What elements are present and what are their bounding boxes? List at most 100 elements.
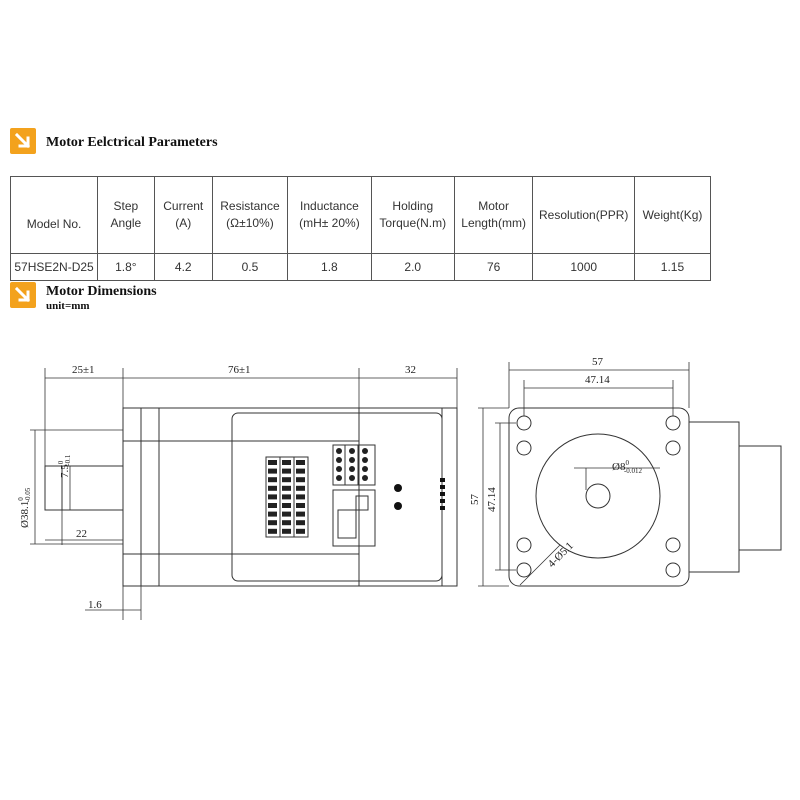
column-header: Current (A) [153,176,213,254]
terminal-block-left [265,456,309,538]
column-header: Weight(Kg) [633,176,712,254]
terminal-block-right [332,444,376,547]
terminal-pin [349,466,355,472]
terminal-pin [282,520,291,526]
terminal-pin [296,528,305,534]
terminal-pin [268,520,277,526]
motor-body [158,407,360,587]
table-cell: 1.8 [287,253,372,281]
side-dimension-lines [30,368,458,620]
terminal-pin [296,460,305,465]
terminal-pin [268,528,277,534]
terminal-pin [268,494,277,500]
screw-head [516,537,532,553]
mount-hole [516,415,532,431]
dim-front-flange: 25±1 [72,364,95,376]
mount-hole [516,562,532,578]
table-cell: 0.5 [211,253,289,281]
motor-dimension-drawing: 25±1 76±1 32 22 1.6 57 47.14 Ø38.10-0.05… [17,356,782,620]
connector-port [440,478,445,510]
dim-height-total: 57 [469,494,481,506]
terminal-pin [268,511,277,517]
table-cell: 4.2 [153,253,213,281]
terminal-pin [282,460,291,465]
dim-shaft-length: 22 [76,528,87,540]
pilot-boss [535,433,661,559]
column-header: Holding Torque(N.m) [370,176,455,254]
driver-housing [231,412,443,582]
arrow-down-right-icon [10,128,36,154]
dim-width-total: 57 [592,356,604,368]
arrow-down-right-icon [10,282,36,308]
dimensions-section-title: Motor Dimensions [46,284,157,299]
dimensions-section-heading: Motor Dimensions unit=mm [10,282,157,312]
terminal-pin [336,448,342,454]
terminal-pin [362,448,368,454]
terminal-pin [296,485,305,491]
table-cell: 1.8° [97,253,155,281]
mount-hole [665,562,681,578]
terminal-pin [268,468,277,474]
terminal-pin [349,448,355,454]
column-header: Motor Length(mm) [453,176,534,254]
dim-hole-spacing-vertical: 47.14 [486,487,498,512]
front-dimension-lines [478,362,690,587]
table-cell: 1000 [532,253,635,281]
column-header: Inductance (mH± 20%) [287,176,372,254]
dim-flange-thickness: 1.6 [88,599,102,611]
electrical-section-heading: Motor Eelctrical Parameters [10,128,218,154]
terminal-pin [268,460,277,465]
table-cell: 57HSE2N-D25 [9,253,99,281]
terminal-pin [336,457,342,463]
electrical-section-title: Motor Eelctrical Parameters [46,135,218,150]
front-flange [122,407,142,587]
terminal-pin [336,466,342,472]
rear-cap [441,407,458,587]
column-header: Resolution(PPR) [532,176,635,254]
shaft [44,465,124,511]
terminal-pin [349,457,355,463]
dim-driver-length: 32 [405,364,416,376]
terminal-pin [282,528,291,534]
terminal-pin [282,503,291,508]
terminal-pin [349,475,355,481]
terminal-pin [268,503,277,508]
terminal-pin [296,503,305,508]
screw-head [665,537,681,553]
terminal-pin [362,457,368,463]
terminal-pin [296,477,305,483]
dim-shaft-diameter: Ø80-0.012 [612,459,643,475]
terminal-pin [296,511,305,517]
dim-body-length: 76±1 [228,364,251,376]
terminal-pin [296,494,305,500]
terminal-pin [282,511,291,517]
terminal-pin [268,485,277,491]
side-view [44,407,458,587]
dim-shaft-flat: 7.50-0.1 [57,454,72,478]
terminal-pin [282,494,291,500]
terminal-pin [282,468,291,474]
column-header: Step Angle [97,176,155,254]
table-cell: 76 [453,253,534,281]
screw-head [665,440,681,456]
terminal-pin [362,475,368,481]
dim-pilot-diameter: Ø38.10-0.05 [17,487,32,528]
column-header: Resistance (Ω±10%) [211,176,289,254]
driver-side-profile [688,421,740,573]
unit-label: unit=mm [46,300,90,312]
terminal-pin [282,485,291,491]
terminal-pin [282,477,291,483]
terminal-pin [336,475,342,481]
shaft-circle [585,483,611,509]
mount-hole [665,415,681,431]
screw-head [516,440,532,456]
led-indicator [394,484,402,492]
column-header: Model No. [9,176,99,254]
terminal-pin [296,468,305,474]
terminal-pin [268,477,277,483]
terminal-pin [362,466,368,472]
led-indicator [394,502,402,510]
